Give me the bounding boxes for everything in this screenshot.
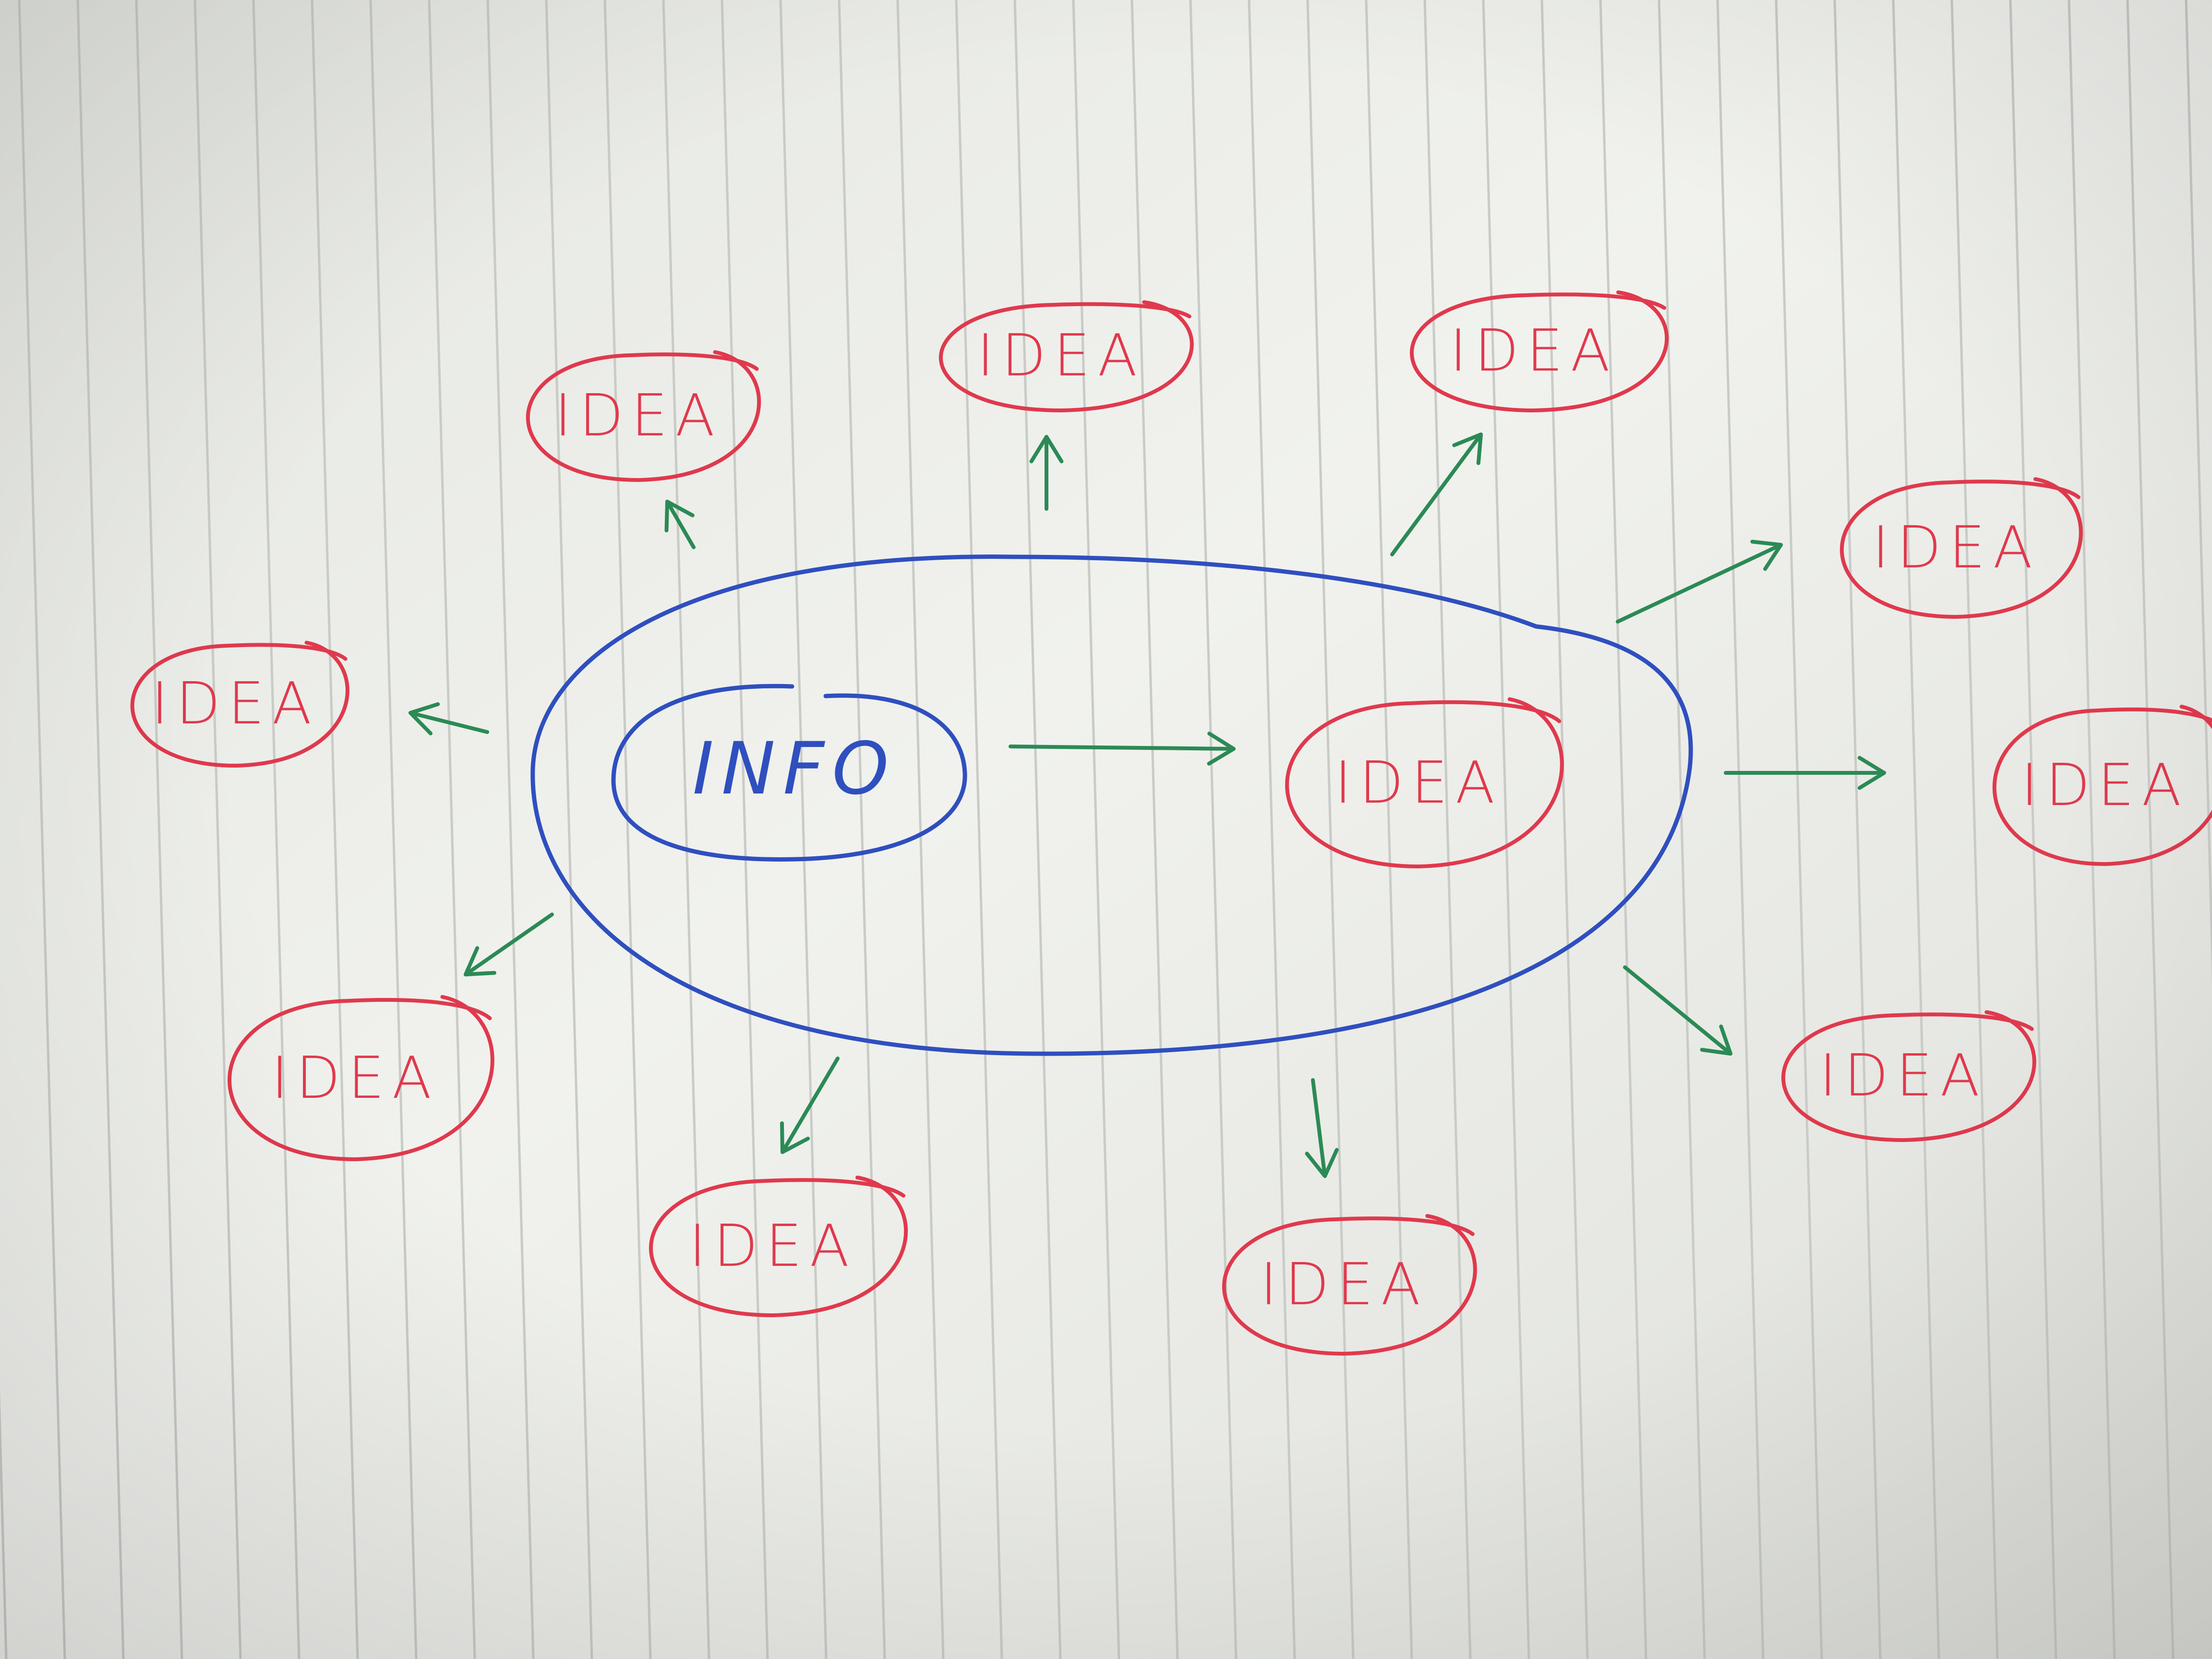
idea-label: IDEA xyxy=(689,1213,857,1280)
idea-label: IDEA xyxy=(271,1045,439,1112)
idea-label: IDEA xyxy=(977,323,1145,389)
arrow-shaft xyxy=(1009,745,1236,751)
idea-label: IDEA xyxy=(1450,318,1618,385)
idea-label: IDEA xyxy=(1260,1251,1428,1318)
idea-label: IDEA xyxy=(1872,515,2040,581)
info-label: INFO xyxy=(693,727,897,811)
idea-label: IDEA xyxy=(2021,752,2189,819)
idea-label: IDEA xyxy=(554,383,722,449)
idea-label: IDEA xyxy=(1334,750,1503,817)
idea-label: IDEA xyxy=(1819,1043,1987,1109)
idea-label: IDEA xyxy=(151,671,319,737)
